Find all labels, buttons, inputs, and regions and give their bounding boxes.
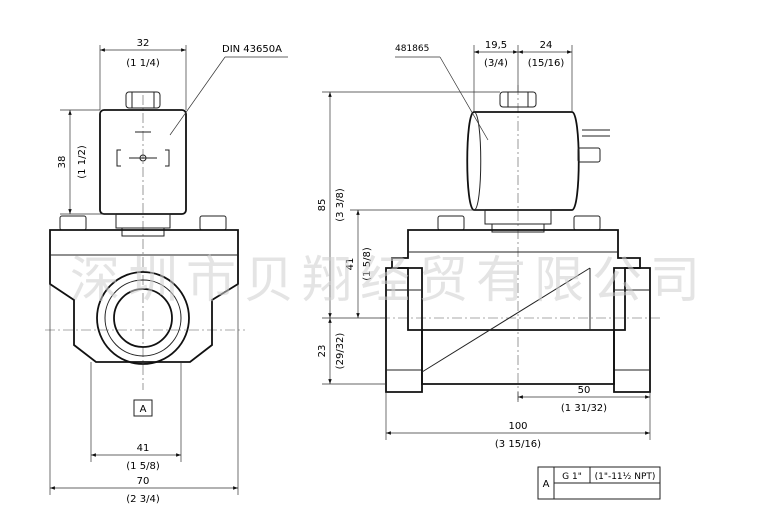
thread-table-row-label: A <box>543 479 550 490</box>
dim-50: 50 <box>578 385 591 396</box>
dim-50-inch: (1 31/32) <box>561 403 607 414</box>
dim-19-5: 19,5 <box>485 40 507 51</box>
dim-38-inch: (1 1/2) <box>77 145 88 179</box>
dim-41-inch: (1 5/8) <box>126 461 160 472</box>
valve-body-side <box>391 229 641 331</box>
valve-body-front <box>49 229 239 363</box>
dim-41: 41 <box>137 443 150 454</box>
dim-24-inch: (15/16) <box>528 58 565 69</box>
dim-23-inch: (29/32) <box>335 333 346 370</box>
dim-41-side-inch: (1 5/8) <box>362 247 373 281</box>
port-label-box <box>133 399 153 417</box>
coil-label: 481865 <box>395 44 429 54</box>
thread-table-col2: (1"-11½ NPT) <box>595 472 656 482</box>
dim-23: 23 <box>317 345 328 358</box>
din-label: DIN 43650A <box>222 44 282 55</box>
watermark: 深圳市贝翔经贸有限公司 <box>70 251 708 309</box>
dim-19-5-inch: (3/4) <box>484 58 508 69</box>
dim-100: 100 <box>508 421 527 432</box>
dim-41-side: 41 <box>345 258 356 271</box>
side-view: 19,5 (3/4) 24 (15/16) 481865 85 (3 3/8) … <box>317 40 660 450</box>
dim-70: 70 <box>137 476 150 487</box>
dim-32: 32 <box>137 38 150 49</box>
dim-24: 24 <box>540 40 553 51</box>
dim-38: 38 <box>57 156 68 169</box>
thread-table: A G 1" (1"-11½ NPT) <box>537 466 661 500</box>
dim-70-inch: (2 3/4) <box>126 494 160 505</box>
port-label: A <box>140 404 147 415</box>
dim-32-inch: (1 1/4) <box>126 58 160 69</box>
front-view: A 32 (1 1/4) DIN 43650A 38 (1 1/2) 41 (1… <box>45 38 288 505</box>
dim-100-inch: (3 15/16) <box>495 439 541 450</box>
dim-85: 85 <box>317 199 328 212</box>
dim-85-inch: (3 3/8) <box>335 188 346 222</box>
coil <box>466 111 580 211</box>
thread-table-col1: G 1" <box>562 472 582 482</box>
